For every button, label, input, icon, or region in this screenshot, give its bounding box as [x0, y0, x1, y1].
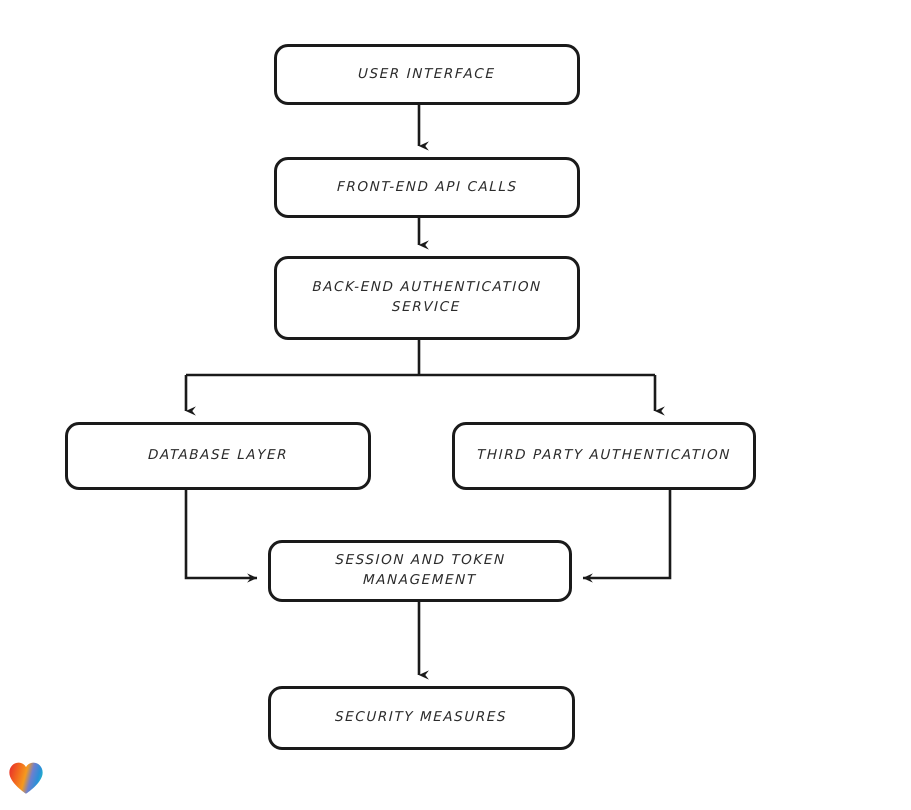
node-security-measures[interactable]: Security Measures — [268, 686, 575, 750]
node-back-end-authentication-service-label: Back-End Authentication Service — [312, 279, 543, 315]
node-third-party-authentication-label: Third Party Authentication — [476, 447, 732, 464]
node-front-end-api-calls-label: Front-End API Calls — [336, 178, 518, 195]
node-session-and-token-management-label: Session and Token Management — [334, 552, 506, 588]
node-security-measures-label: Security Measures — [335, 709, 508, 726]
gradient-heart-icon — [9, 762, 43, 794]
node-user-interface-label: User Interface — [358, 65, 497, 82]
node-database-layer-label: Database Layer — [147, 447, 289, 464]
edge-thirdparty-to-session — [582, 490, 672, 583]
node-database-layer[interactable]: Database Layer — [65, 422, 371, 490]
edge-database-to-session — [184, 490, 258, 583]
node-front-end-api-calls[interactable]: Front-End API Calls — [274, 157, 580, 218]
node-third-party-authentication[interactable]: Third Party Authentication — [452, 422, 756, 490]
node-session-and-token-management[interactable]: Session and Token Management — [268, 540, 572, 602]
node-back-end-authentication-service[interactable]: Back-End Authentication Service — [274, 256, 580, 340]
node-user-interface[interactable]: User Interface — [274, 44, 580, 105]
